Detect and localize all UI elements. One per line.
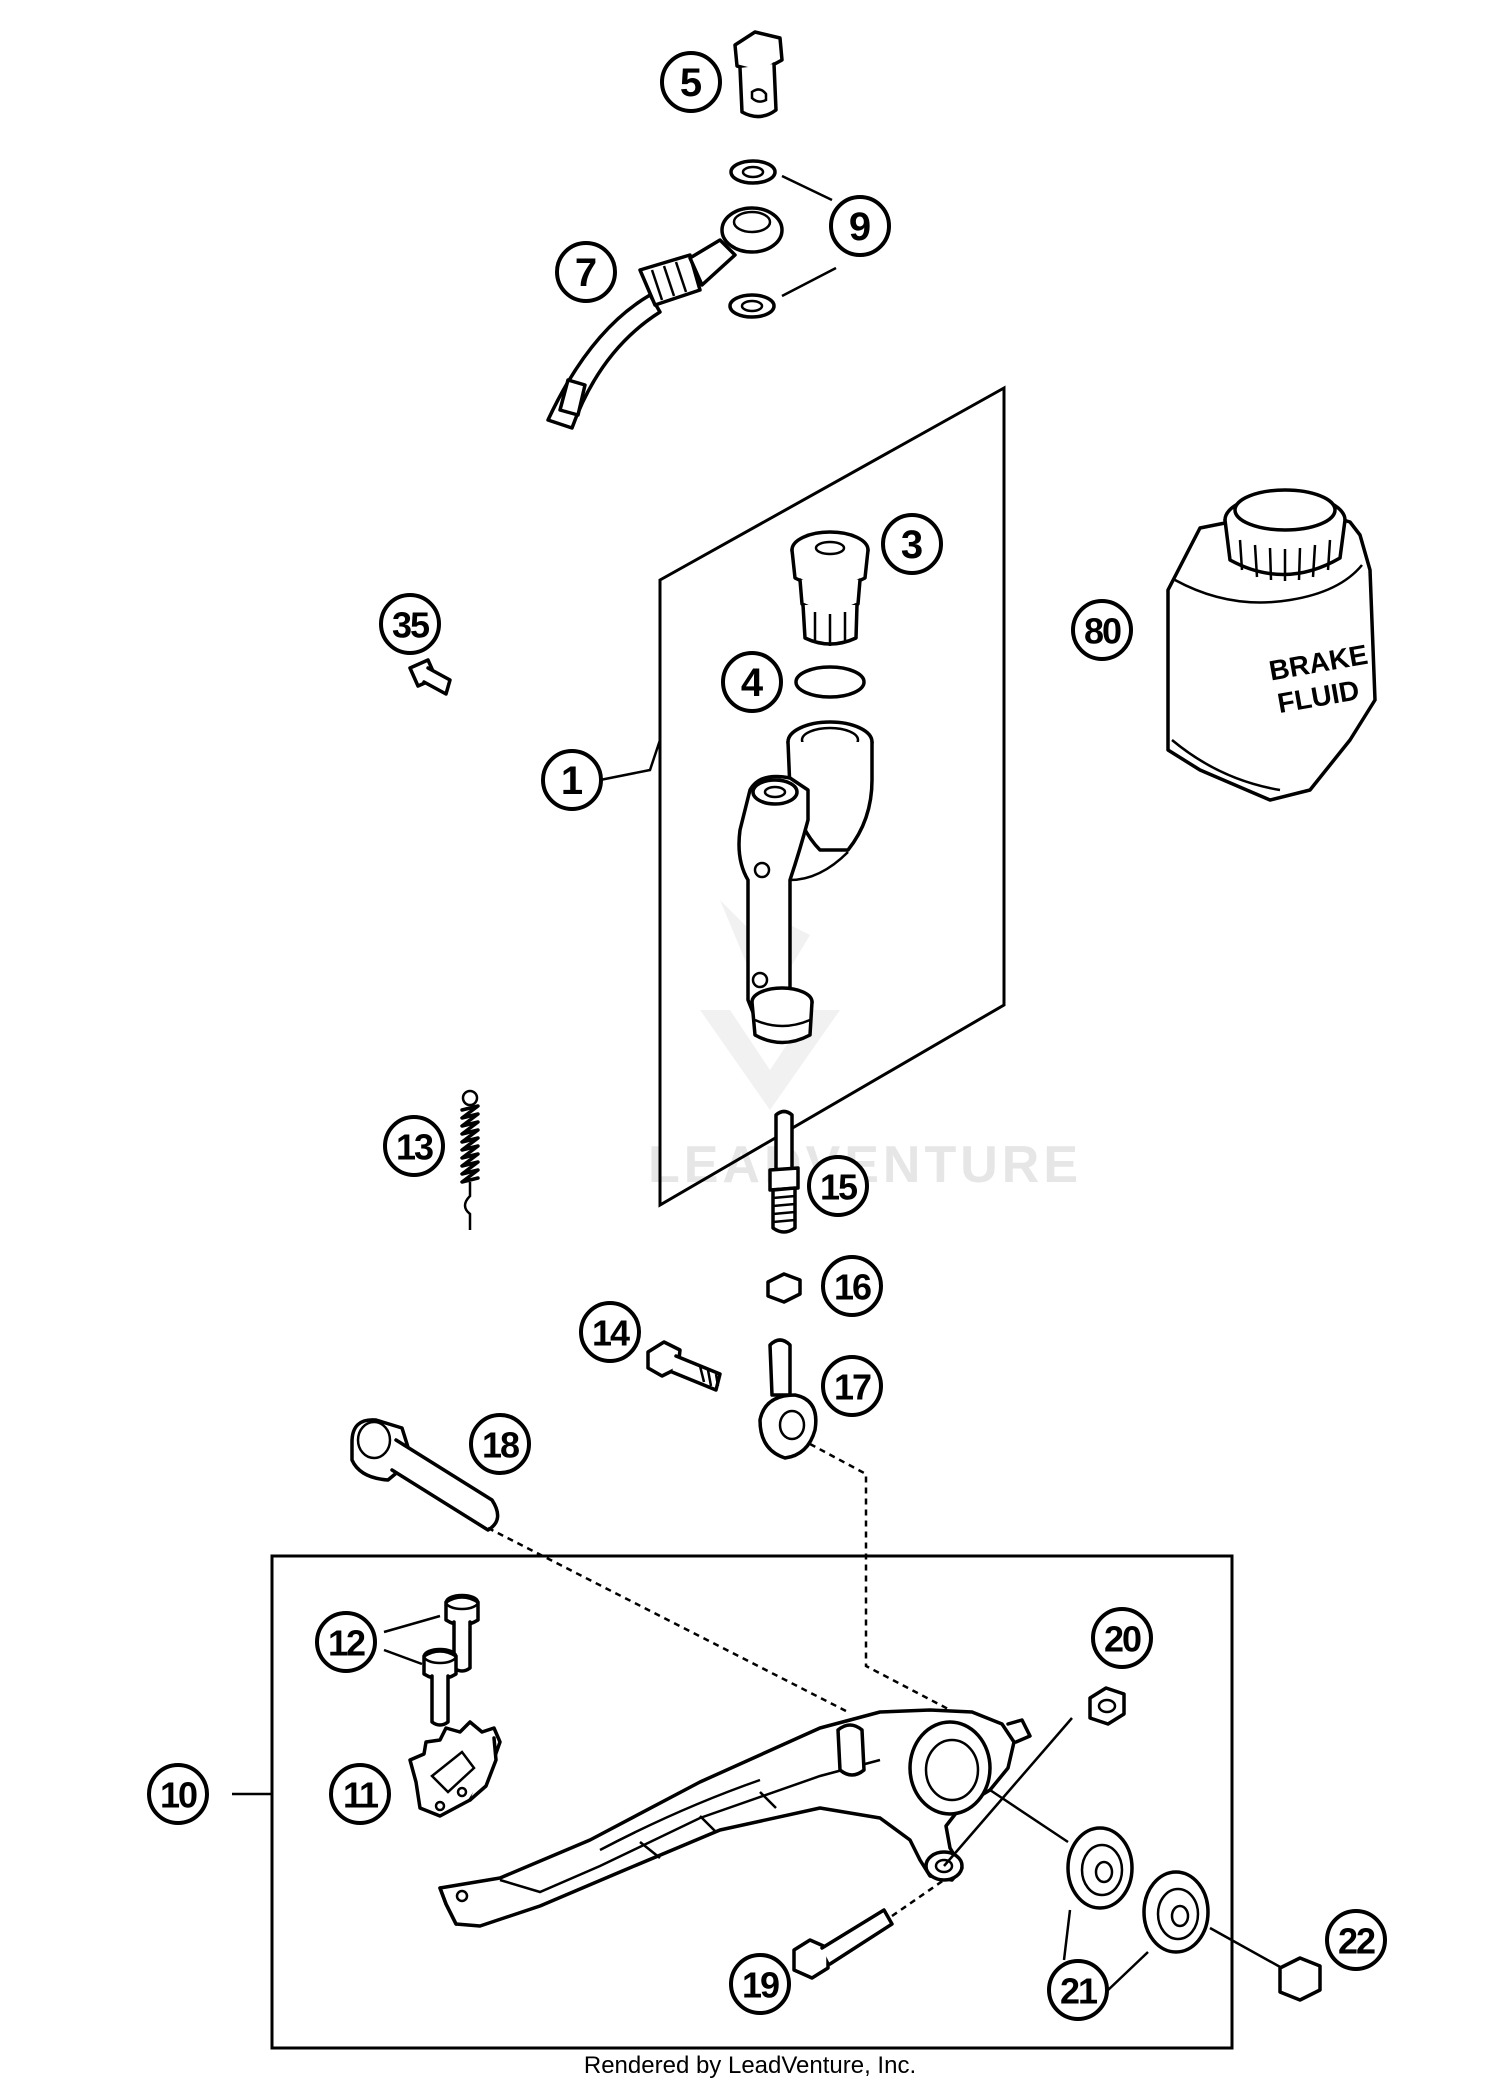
svg-text:9: 9 (849, 205, 871, 249)
leader-21 (1062, 1909, 1149, 1993)
svg-text:80: 80 (1084, 611, 1121, 652)
brake-fluid-can: BRAKE FLUID (1166, 488, 1377, 802)
leader-1 (599, 739, 662, 782)
svg-text:3: 3 (901, 523, 923, 567)
threaded-rod (768, 1109, 800, 1234)
hex-nut-22 (1278, 1956, 1322, 2002)
svg-text:20: 20 (1104, 1619, 1141, 1660)
callout-9: 9 (829, 195, 891, 257)
callout-5: 5 (660, 51, 722, 113)
callout-22: 22 (1325, 1909, 1387, 1971)
tip-bolt-upper (444, 1593, 480, 1673)
brake-pedal (438, 1708, 1032, 1928)
svg-text:5: 5 (680, 61, 702, 105)
svg-text:10: 10 (160, 1775, 197, 1816)
svg-text:21: 21 (1060, 1971, 1098, 2012)
callout-15: 15 (807, 1155, 869, 1217)
callout-20: 20 (1091, 1607, 1153, 1669)
callout-4: 4 (721, 651, 783, 713)
svg-text:7: 7 (575, 251, 597, 295)
svg-text:18: 18 (482, 1425, 519, 1466)
callout-12: 12 (315, 1611, 377, 1673)
svg-text:14: 14 (592, 1313, 630, 1354)
return-spring (460, 1089, 480, 1230)
brake-line (546, 206, 784, 430)
svg-text:35: 35 (392, 605, 430, 646)
leader-12 (383, 1614, 441, 1666)
hex-nut-20 (1088, 1686, 1126, 1726)
clevis (758, 1338, 818, 1460)
brake-step-plate (408, 1720, 502, 1818)
washer-bottom (728, 293, 776, 319)
svg-text:16: 16 (834, 1267, 871, 1308)
svg-text:12: 12 (328, 1623, 365, 1664)
svg-text:17: 17 (834, 1367, 871, 1408)
callout-80: 80 (1071, 599, 1133, 661)
washer-top (729, 159, 777, 185)
callout-16: 16 (821, 1255, 883, 1317)
callout-14: 14 (579, 1301, 641, 1363)
callout-10: 10 (147, 1763, 209, 1825)
pivot-axis-line (989, 1788, 1283, 1970)
pin-assembly-line (487, 1526, 849, 1714)
bearing-upper (1066, 1826, 1134, 1910)
callout-18: 18 (469, 1413, 531, 1475)
svg-text:4: 4 (741, 661, 764, 705)
bolt-axis-line (943, 1717, 1073, 1867)
callout-7: 7 (555, 241, 617, 303)
callout-35: 35 (379, 593, 441, 655)
pedal-bolt (792, 1878, 945, 1980)
small-bolt (408, 658, 452, 696)
banjo-bolt (733, 30, 784, 119)
tip-bolt-lower (422, 1647, 458, 1727)
brake-pedal-assembly-frame (270, 1554, 1234, 2050)
callout-17: 17 (821, 1355, 883, 1417)
svg-text:1: 1 (561, 759, 583, 803)
leader-9 (781, 174, 837, 298)
hex-nut-small (766, 1272, 802, 1304)
callout-19: 19 (729, 1953, 791, 2015)
callout-1: 1 (541, 749, 603, 811)
o-ring (794, 665, 866, 699)
callout-11: 11 (329, 1763, 391, 1825)
callout-13: 13 (383, 1115, 445, 1177)
pivot-bolt (646, 1340, 722, 1392)
svg-text:13: 13 (396, 1127, 433, 1168)
pivot-pin (350, 1418, 500, 1532)
bearing-lower (1142, 1870, 1210, 1954)
svg-text:22: 22 (1338, 1921, 1375, 1962)
reservoir-cap (790, 530, 870, 646)
svg-text:15: 15 (820, 1167, 858, 1208)
callout-21: 21 (1047, 1959, 1109, 2021)
render-credit: Rendered by LeadVenture, Inc. (583, 2052, 917, 2079)
svg-text:19: 19 (742, 1965, 779, 2006)
clevis-assembly-line (809, 1442, 951, 1712)
callout-3: 3 (881, 513, 943, 575)
svg-text:11: 11 (343, 1775, 379, 1816)
master-cylinder-kit-sheet (658, 385, 1006, 1208)
master-cylinder-body (737, 720, 874, 1045)
